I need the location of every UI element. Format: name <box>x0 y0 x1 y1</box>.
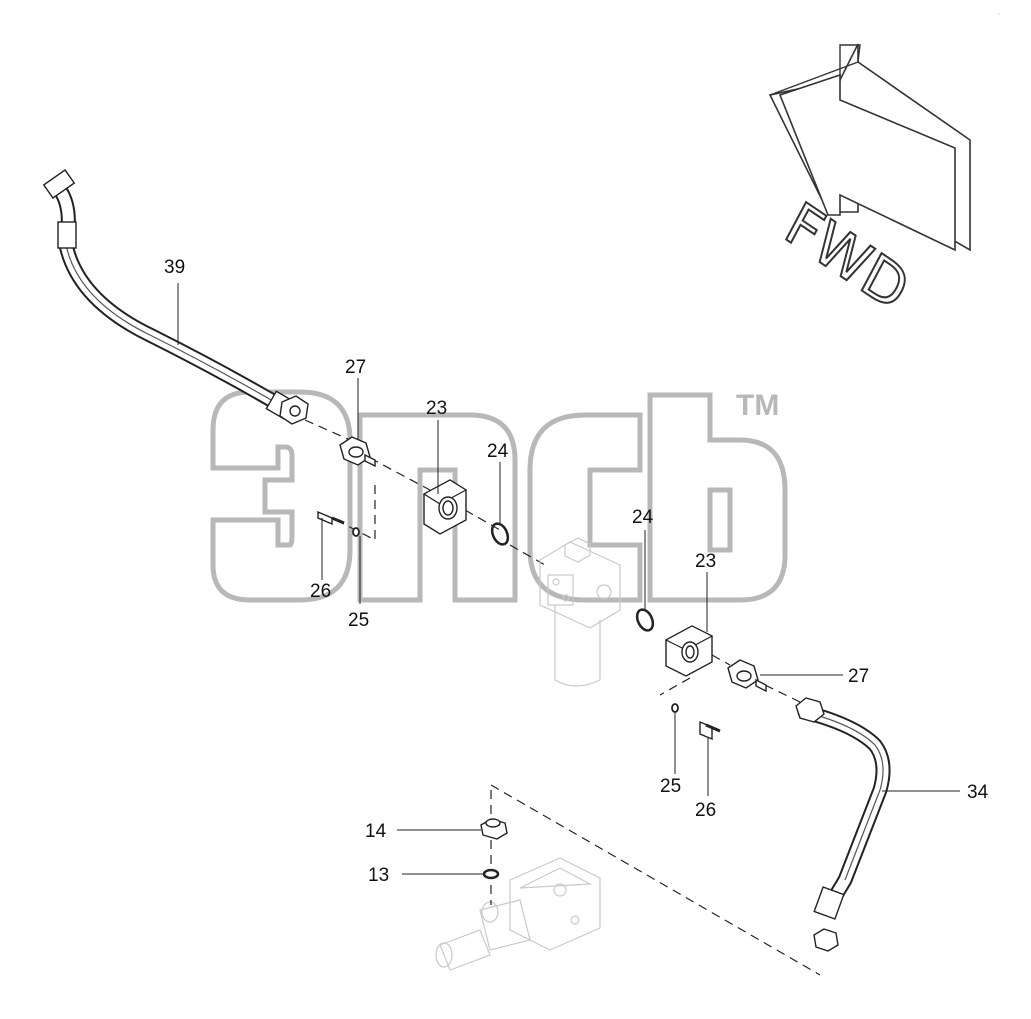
assembly-line-upper-2 <box>369 457 431 491</box>
adapter-27-lower <box>727 659 767 693</box>
hose-34 <box>795 697 891 952</box>
callout-labels: 39 27 23 24 24 23 26 25 27 25 26 34 14 1… <box>164 257 989 886</box>
screw-26-lower <box>699 720 721 741</box>
adapter-27-upper <box>339 436 376 468</box>
callout-24-lower: 24 <box>632 507 654 528</box>
assembly-line-upper-5 <box>509 544 546 566</box>
callout-26-upper: 26 <box>310 581 331 602</box>
assembly-line-lower-1 <box>711 654 731 666</box>
callout-39: 39 <box>164 257 185 278</box>
screw-26-upper <box>317 510 345 526</box>
callout-23-lower: 23 <box>695 551 716 572</box>
assembly-line-bottom-4 <box>490 784 821 976</box>
fitting-14 <box>480 818 508 840</box>
watermark-letter-1 <box>210 389 353 603</box>
watermark-letter-2 <box>357 412 518 603</box>
flange-23-lower <box>664 625 714 677</box>
callout-25-lower: 25 <box>660 776 681 797</box>
corner-mark: · <box>998 11 1000 18</box>
callout-13: 13 <box>368 865 389 886</box>
callout-14: 14 <box>365 821 387 842</box>
callout-34: 34 <box>967 782 989 803</box>
o-ring-13 <box>482 868 500 880</box>
o-ring-24-lower <box>635 608 655 632</box>
assembly-line-upper-3 <box>339 485 376 541</box>
valve-body-ghost <box>539 537 621 687</box>
watermark-trademark: TM <box>736 389 779 422</box>
callout-26-lower: 26 <box>695 800 716 821</box>
fwd-direction-arrow: FWD <box>768 43 971 326</box>
callout-24-upper: 24 <box>487 441 509 462</box>
hose-39 <box>42 169 309 425</box>
assembly-line-lower-3 <box>764 684 801 703</box>
assembly-line-upper-1 <box>304 419 351 441</box>
lower-valve-ghost <box>435 857 601 971</box>
assembly-line-lower-2 <box>659 677 691 696</box>
assembly-line-upper-4 <box>464 509 501 531</box>
washer-25-upper <box>352 527 360 537</box>
callout-27-upper: 27 <box>345 357 366 378</box>
callout-27-lower: 27 <box>848 666 869 687</box>
callout-23-upper: 23 <box>426 398 447 419</box>
o-ring-24-upper <box>490 522 510 546</box>
callout-25-upper: 25 <box>348 610 369 631</box>
washer-25-lower <box>671 703 679 713</box>
flange-23-upper <box>422 479 468 535</box>
watermark-letter-3 <box>527 412 643 603</box>
watermark-letter-4 <box>647 392 788 603</box>
leader-lines <box>177 283 960 875</box>
